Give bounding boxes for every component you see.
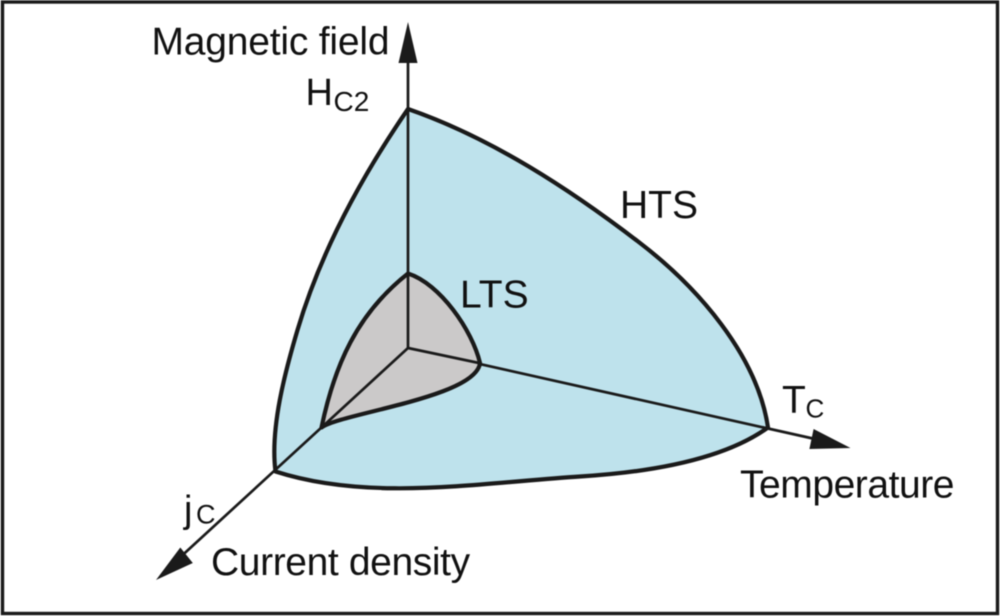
svg-text:j: j [183, 489, 192, 531]
svg-text:T: T [782, 379, 806, 422]
svg-text:Current density: Current density [211, 541, 471, 584]
svg-text:C: C [196, 500, 216, 530]
svg-text:LTS: LTS [460, 274, 529, 317]
svg-text:C2: C2 [334, 86, 370, 117]
svg-text:Temperature: Temperature [740, 463, 954, 506]
svg-text:C: C [806, 394, 825, 424]
svg-text:HTS: HTS [620, 184, 698, 227]
svg-text:Magnetic field: Magnetic field [152, 21, 390, 64]
svg-text:H: H [306, 72, 333, 114]
